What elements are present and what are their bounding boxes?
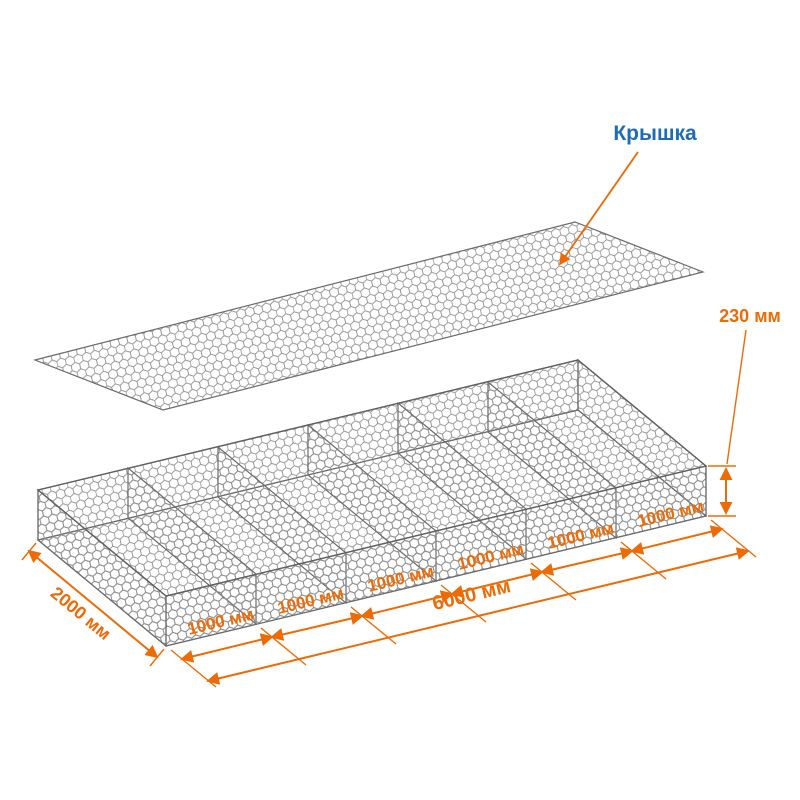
extension-line [149, 648, 165, 667]
compartment-dim-arrow [630, 525, 724, 555]
lid-leader-line [558, 151, 639, 266]
height-leader-line [726, 329, 747, 465]
lid-callout: Крышка [558, 122, 697, 266]
gabion-lid [33, 221, 705, 411]
compartment-dim-arrow [270, 612, 364, 641]
height-extension-lines [708, 465, 736, 517]
length-dim-arrow [206, 547, 750, 685]
length-dim-label: 6000 мм [430, 575, 513, 615]
extension-line [710, 519, 757, 558]
lid-label: Крышка [613, 122, 697, 145]
compartment-dim-arrow [180, 633, 274, 663]
gabion-box [36, 358, 708, 648]
dimension-height: 230 мм [708, 306, 781, 517]
width-dim-arrow [27, 549, 159, 659]
height-dim-label: 230 мм [719, 306, 781, 326]
lid-mesh-panel [33, 221, 705, 411]
compartment-dim-arrow [540, 547, 634, 576]
